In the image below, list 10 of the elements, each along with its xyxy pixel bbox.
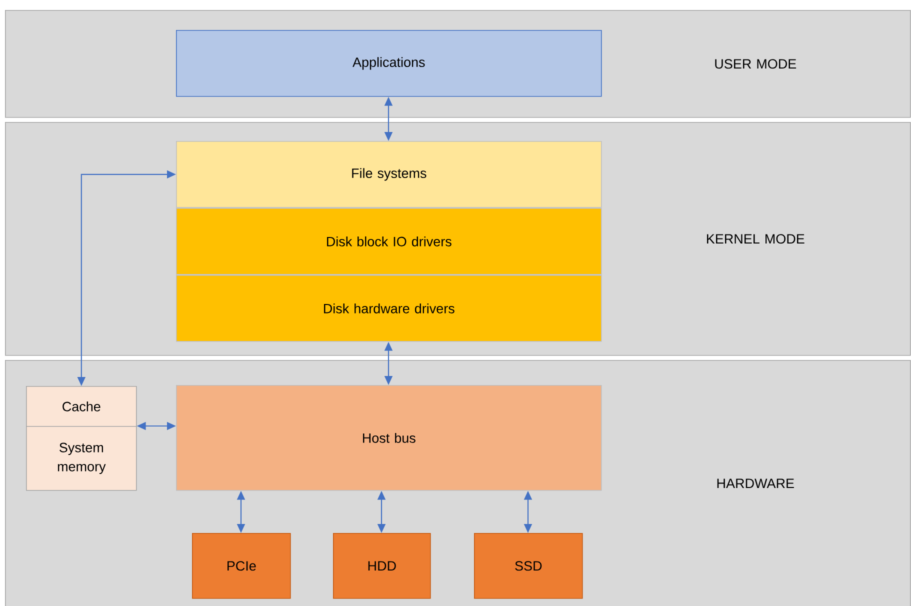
layer-box: File systems bbox=[176, 141, 602, 208]
device-box: HDD bbox=[333, 533, 431, 599]
layer-box: Disk block IO drivers bbox=[176, 208, 602, 275]
memory-box: Cache bbox=[26, 386, 137, 427]
device-box: PCIe bbox=[192, 533, 291, 599]
memory-box: System memory bbox=[26, 426, 137, 491]
layer-box: Applications bbox=[176, 30, 602, 97]
device-box: SSD bbox=[474, 533, 583, 599]
bus-box: Host bus bbox=[176, 385, 602, 491]
layer-box: Disk hardware drivers bbox=[176, 275, 602, 342]
